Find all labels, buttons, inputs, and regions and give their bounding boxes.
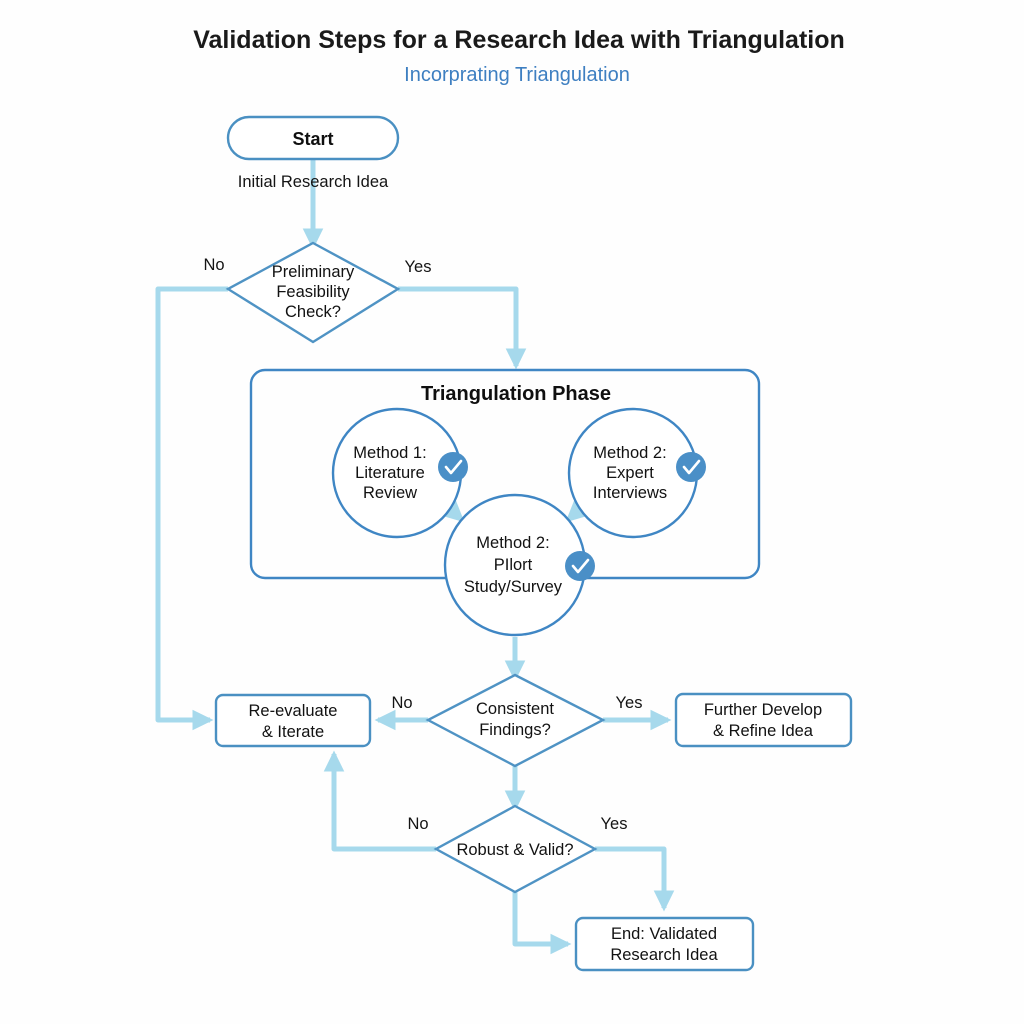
edge-label-consistent-yes: Yes — [616, 694, 643, 712]
method2-label-line3: Interviews — [593, 484, 667, 502]
edge-label-robust-yes: Yes — [601, 815, 628, 833]
triangulation-group-title: Triangulation Phase — [421, 383, 611, 405]
consistent-label-line2: Findings? — [479, 721, 551, 739]
end-box-shape[interactable] — [574, 916, 755, 972]
edge-robust-yes — [595, 846, 675, 912]
edge-robust-to-end — [512, 891, 572, 955]
feasibility-label-line3: Check? — [285, 303, 341, 321]
edge-feasibility-no — [155, 286, 228, 731]
page-subtitle: Incorprating Triangulation — [404, 64, 630, 86]
node-preliminary-feasibility-check[interactable]: Preliminary Feasibility Check? — [225, 241, 401, 344]
node-method-3[interactable]: Method 2: PIlort Study/Survey — [443, 493, 595, 637]
node-method-2[interactable]: Method 2: Expert Interviews — [567, 407, 706, 539]
method3-label-line3: Study/Survey — [464, 578, 563, 596]
method1-check-circle-icon — [438, 452, 468, 482]
node-consistent-findings[interactable]: Consistent Findings? — [425, 673, 606, 768]
further-label-line1: Further Develop — [704, 701, 822, 719]
feasibility-label-line1: Preliminary — [272, 263, 355, 281]
start-node-shape[interactable] — [226, 115, 400, 161]
method1-label-line2: Literature — [355, 464, 425, 482]
edge-label-robust-no: No — [407, 815, 428, 833]
edge-label-feasibility-yes: Yes — [405, 258, 432, 276]
reevaluate-box-shape[interactable] — [214, 693, 372, 748]
node-robust-and-valid[interactable]: Robust & Valid? — [433, 804, 598, 894]
node-further-develop[interactable]: Further Develop & Refine Idea — [674, 692, 853, 748]
node-start[interactable]: Start — [226, 115, 400, 161]
method3-check-circle-icon — [565, 551, 595, 581]
further-box-shape[interactable] — [674, 692, 853, 748]
method2-check-circle-icon — [676, 452, 706, 482]
consistent-label-line1: Consistent — [476, 700, 554, 718]
method2-label-line1: Method 2: — [593, 444, 666, 462]
feasibility-diamond-shape[interactable] — [225, 241, 401, 344]
node-reevaluate-and-iterate[interactable]: Re-evaluate & Iterate — [214, 693, 372, 748]
end-label-line2: Research Idea — [610, 946, 718, 964]
method1-label-line3: Review — [363, 484, 417, 502]
consistent-diamond-shape[interactable] — [425, 673, 606, 768]
robust-label: Robust & Valid? — [456, 841, 573, 859]
node-end-validated-research-idea[interactable]: End: Validated Research Idea — [574, 916, 755, 972]
robust-diamond-shape[interactable] — [433, 804, 598, 894]
method3-label-line1: Method 2: — [476, 534, 549, 552]
end-label-line1: End: Validated — [611, 925, 717, 943]
further-label-line2: & Refine Idea — [713, 722, 814, 740]
start-node-label: Start — [292, 129, 333, 149]
edge-layer — [155, 158, 675, 955]
edge-robust-no — [323, 750, 436, 852]
method3-label-line2: PIlort — [494, 556, 533, 574]
feasibility-label-line2: Feasibility — [276, 283, 350, 301]
start-caption-label: Initial Research Idea — [238, 173, 389, 191]
reevaluate-label-line1: Re-evaluate — [249, 702, 338, 720]
edge-label-feasibility-no: No — [203, 256, 224, 274]
method2-label-line2: Expert — [606, 464, 654, 482]
edge-label-consistent-no: No — [391, 694, 412, 712]
node-method-1[interactable]: Method 1: Literature Review — [331, 407, 468, 539]
page-title: Validation Steps for a Research Idea wit… — [193, 26, 845, 54]
edge-feasibility-yes — [398, 286, 527, 370]
reevaluate-label-line2: & Iterate — [262, 723, 324, 741]
method1-label-line1: Method 1: — [353, 444, 426, 462]
